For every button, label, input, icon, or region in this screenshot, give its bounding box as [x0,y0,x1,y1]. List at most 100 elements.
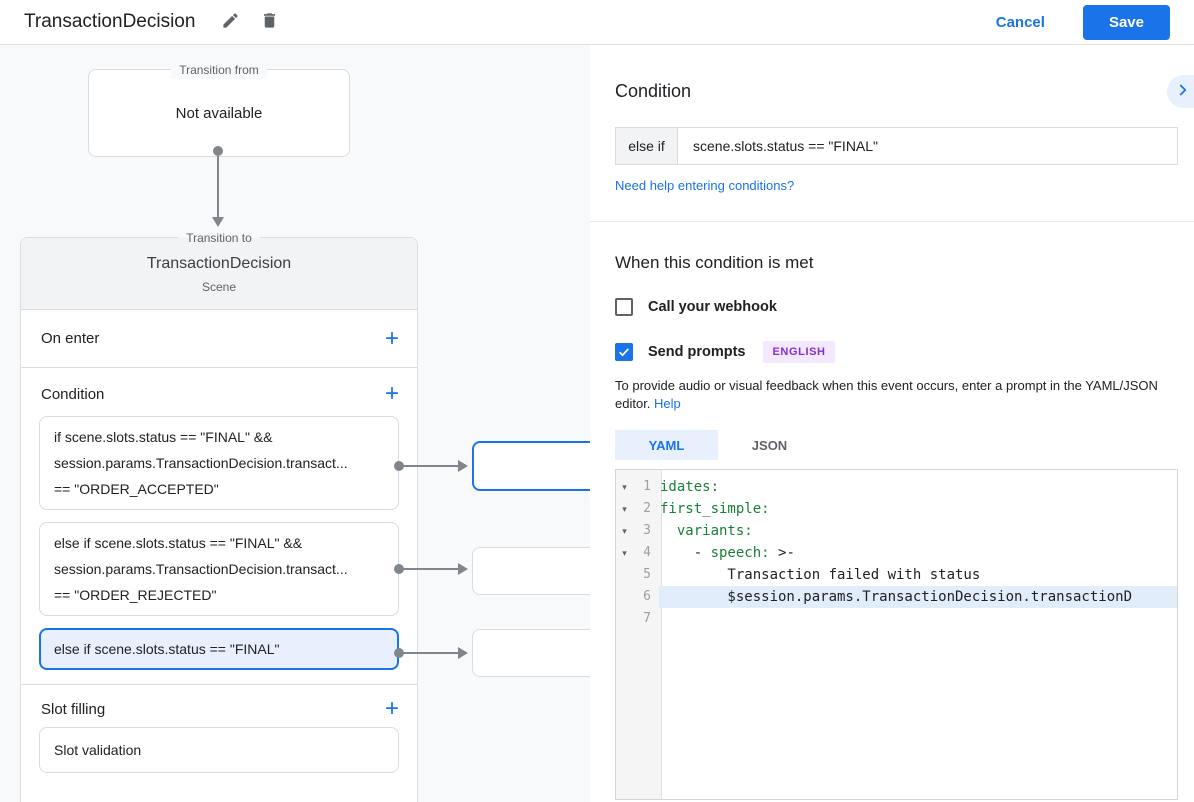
connector-line [402,652,460,654]
plus-icon: + [384,380,399,407]
page-title: TransactionDecision [24,11,196,32]
slot-filling-section: Slot filling + Slot validation [21,685,417,773]
transition-target-box[interactable] [472,441,590,491]
add-on-enter-button[interactable]: + [385,326,399,350]
code-text: - speech: >- [660,545,795,561]
editor-line[interactable]: ▾ 1 idates: [616,476,1177,498]
code-text: Transaction failed with status [660,567,981,583]
editor-gutter [616,470,662,799]
language-badge: ENGLISH [763,341,835,363]
tab-yaml[interactable]: YAML [615,430,718,460]
condition-section-label: Condition [41,385,105,403]
panel-title: Condition [615,81,692,101]
transition-from-box[interactable]: Transition from Not available [88,61,350,157]
prompts-checkbox[interactable] [615,343,633,361]
arrow-down-icon [212,217,224,227]
fold-arrow-icon[interactable]: ▾ [622,548,627,558]
condition-card[interactable]: else if scene.slots.status == "FINAL" &&… [39,522,399,616]
scene-header: TransactionDecision Scene [21,238,417,310]
conditions-help-link[interactable]: Need help entering conditions? [615,178,795,193]
webhook-checkbox-label: Call your webhook [648,299,777,315]
slot-validation-card[interactable]: Slot validation [39,727,399,773]
condition-editor-panel: Condition else if Need help entering con… [590,45,1194,802]
add-condition-button[interactable]: + [385,382,399,406]
transition-from-legend: Transition from [171,61,267,79]
editor-tabs: YAML JSON [615,430,1178,460]
fold-arrow-icon[interactable]: ▾ [622,482,627,492]
line-number: 7 [643,611,651,626]
plus-icon: + [384,324,399,352]
line-number: 5 [643,567,651,582]
transition-to-legend: Transition to [178,229,260,247]
transition-target-box[interactable] [472,547,590,595]
fold-arrow-icon[interactable]: ▾ [622,526,627,536]
transition-target-box[interactable] [472,629,590,677]
condition-input-row: else if [615,127,1178,165]
scene-flow-canvas: Transition from Not available Transition… [0,45,590,802]
when-condition-met-title: When this condition is met [615,253,814,272]
yaml-code-editor[interactable]: ▾ 1 idates: ▾ 2 first_simple: ▾ 3 variants: ▾ 4 -… [615,469,1178,800]
editor-line[interactable]: 5 Transaction failed with status [616,564,1177,586]
condition-card[interactable]: if scene.slots.status == "FINAL" && sess… [39,416,399,510]
code-text [659,608,1177,630]
code-text: variants: [676,523,753,539]
connector-line [402,465,460,467]
editor-line[interactable]: 6 $session.params.TransactionDecision.tr… [616,586,1177,608]
code-text: idates: [660,479,720,495]
slot-card-list: Slot validation [21,727,417,773]
save-button[interactable]: Save [1082,4,1170,40]
slot-filling-label: Slot filling [41,700,106,718]
fold-arrow-icon[interactable]: ▾ [622,504,627,514]
add-slot-button[interactable]: + [385,697,399,721]
delete-button[interactable] [260,11,279,33]
edit-button[interactable] [221,11,240,33]
code-text: $session.params.TransactionDecision.tran… [659,586,1177,608]
prompt-help-link[interactable]: Help [654,396,681,411]
main-area: Transition from Not available Transition… [0,45,1194,802]
prompts-checkbox-row: Send prompts ENGLISH [615,341,1178,363]
condition-card[interactable]: else if scene.slots.status == "FINAL" [39,628,399,670]
line-number: 3 [643,523,651,538]
editor-rows: ▾ 1 idates: ▾ 2 first_simple: ▾ 3 variants: ▾ 4 -… [616,470,1177,630]
trash-icon [260,11,279,33]
panel-divider [590,221,1194,222]
scene-name: TransactionDecision [146,255,292,272]
connector-dot [394,461,404,471]
editor-line[interactable]: ▾ 4 - speech: >- [616,542,1177,564]
fold-spacer [616,586,633,608]
on-enter-label: On enter [41,330,100,347]
condition-section: Condition + if scene.slots.status == "FI… [21,368,417,685]
condition-input[interactable] [678,128,1177,164]
transition-from-value: Not available [175,104,263,122]
tab-json[interactable]: JSON [751,437,788,453]
editor-line[interactable]: ▾ 2 first_simple: [616,498,1177,520]
connector-line [402,568,460,570]
check-icon [617,345,631,359]
cancel-button[interactable]: Cancel [995,13,1045,31]
editor-line[interactable]: 7 [616,608,1177,630]
line-number: 6 [643,589,651,604]
line-number: 4 [643,545,651,560]
collapse-panel-button[interactable] [1167,75,1194,108]
prompt-description: To provide audio or visual feedback when… [615,377,1178,413]
editor-line[interactable]: ▾ 3 variants: [616,520,1177,542]
webhook-checkbox-row: Call your webhook [615,298,1178,316]
fold-spacer [616,608,633,630]
connector-dot [394,564,404,574]
line-number: 1 [643,479,651,494]
on-enter-row: On enter + [21,310,417,368]
connector-dot [213,146,223,156]
pencil-icon [221,11,240,33]
description-text: editor. [615,396,651,411]
code-text: first_simple: [660,501,770,517]
condition-card-list: if scene.slots.status == "FINAL" && sess… [21,416,417,670]
connector-dot [394,648,404,658]
arrow-right-icon [458,460,468,472]
webhook-checkbox[interactable] [615,298,633,316]
line-number: 2 [643,501,651,516]
description-text: To provide audio or visual feedback when… [615,378,1158,393]
fold-spacer [616,564,633,586]
transition-to-card: Transition to TransactionDecision Scene … [20,229,418,802]
arrow-right-icon [458,647,468,659]
scene-type-label: Scene [201,280,237,294]
